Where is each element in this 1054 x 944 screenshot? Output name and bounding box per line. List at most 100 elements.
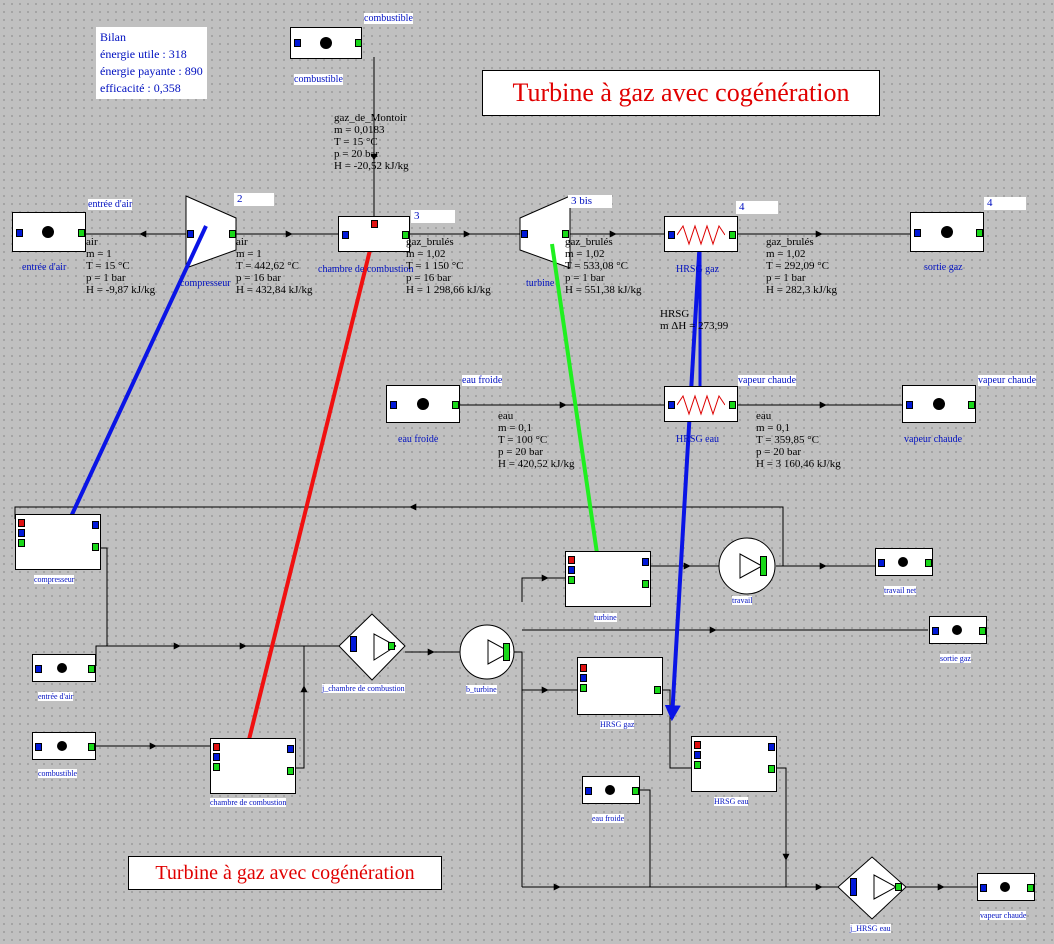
port-out[interactable] <box>968 401 975 409</box>
entree-air-node[interactable] <box>12 212 86 252</box>
port-fuel[interactable] <box>580 664 587 672</box>
b-turbine-caption: b_turbine <box>466 685 497 694</box>
port-fuel[interactable] <box>694 741 701 749</box>
port-in[interactable] <box>932 627 939 635</box>
lower-sortie-gaz-node[interactable] <box>929 616 987 644</box>
port-out[interactable] <box>729 231 736 239</box>
bottom-title: Turbine à gaz avec cogénération <box>128 856 442 890</box>
port-out[interactable] <box>287 767 294 775</box>
port-in[interactable] <box>694 751 701 759</box>
sortie-gaz-num: 4 <box>984 197 1026 210</box>
port-in[interactable] <box>980 884 987 892</box>
chambre-node[interactable] <box>338 216 410 252</box>
port-fuel[interactable] <box>371 220 378 228</box>
port-out-1[interactable] <box>768 743 775 751</box>
lower-eau-froide-node[interactable] <box>582 776 640 804</box>
port-fuel[interactable] <box>213 743 220 751</box>
port-in-2[interactable] <box>18 539 25 547</box>
port-in[interactable] <box>585 787 592 795</box>
port-out[interactable] <box>452 401 459 409</box>
lower-entree-air-node[interactable] <box>32 654 96 682</box>
j-chambre-port-out[interactable] <box>388 642 395 650</box>
vapeur-chaude-node[interactable] <box>902 385 976 423</box>
port-in-2[interactable] <box>568 576 575 584</box>
vapeur-chaude-caption: vapeur chaude <box>904 434 963 445</box>
lower-chambre-block[interactable] <box>210 738 296 794</box>
port-in[interactable] <box>906 401 913 409</box>
eau-froide-node[interactable] <box>386 385 460 423</box>
port-out[interactable] <box>78 229 85 237</box>
port-out[interactable] <box>768 765 775 773</box>
lower-hrsg-gaz-block[interactable] <box>577 657 663 715</box>
port-in[interactable] <box>16 229 23 237</box>
lower-combustible-node[interactable] <box>32 732 96 760</box>
port-in[interactable] <box>914 229 921 237</box>
port-in-2[interactable] <box>213 763 220 771</box>
port-in-2[interactable] <box>694 761 701 769</box>
port-in[interactable] <box>18 529 25 537</box>
b-turbine-port[interactable] <box>503 643 510 661</box>
lower-turbine-caption: turbine <box>594 613 617 622</box>
port-out[interactable] <box>976 229 983 237</box>
port-out[interactable] <box>632 787 639 795</box>
combustible-node[interactable] <box>290 27 362 59</box>
combustible-tag: combustible <box>364 13 413 24</box>
entree-air-caption: entrée d'air <box>22 262 67 273</box>
port-out[interactable] <box>642 580 649 588</box>
lower-turbine-block[interactable] <box>565 551 651 607</box>
j-hrsg-caption: j_HRSG eau <box>850 924 891 933</box>
port-out[interactable] <box>402 231 409 239</box>
port-in[interactable] <box>668 231 675 239</box>
sortie-gaz-node[interactable] <box>910 212 984 252</box>
port-fuel[interactable] <box>568 556 575 564</box>
hrsg-eau-node[interactable] <box>664 386 738 422</box>
port-out[interactable] <box>654 686 661 694</box>
port-out-1[interactable] <box>287 745 294 753</box>
sortie-gaz-caption: sortie gaz <box>924 262 963 273</box>
heat-exchanger-icon <box>677 224 725 246</box>
port-out[interactable] <box>355 39 362 47</box>
port-in[interactable] <box>213 753 220 761</box>
port-out[interactable] <box>729 401 736 409</box>
port-in-2[interactable] <box>580 684 587 692</box>
port-out-1[interactable] <box>642 558 649 566</box>
port-in[interactable] <box>294 39 301 47</box>
lower-vapeur-chaude-node[interactable] <box>977 873 1035 901</box>
port-out[interactable] <box>1027 884 1034 892</box>
port-in[interactable] <box>878 559 885 567</box>
port-out[interactable] <box>925 559 932 567</box>
port-in[interactable] <box>342 231 349 239</box>
port-in[interactable] <box>568 566 575 574</box>
port-out[interactable] <box>92 543 99 551</box>
source-dot <box>42 226 54 238</box>
lower-entree-air-caption: entrée d'air <box>38 692 74 701</box>
travail-port[interactable] <box>760 556 767 576</box>
port-out[interactable] <box>88 665 95 673</box>
chambre-caption: chambre de combustion <box>318 264 414 275</box>
travail-net-node[interactable] <box>875 548 933 576</box>
port-out[interactable] <box>88 743 95 751</box>
j-hrsg-port-out[interactable] <box>895 883 902 891</box>
port-fuel[interactable] <box>18 519 25 527</box>
lower-compresseur-block[interactable] <box>15 514 101 570</box>
lower-hrsg-eau-block[interactable] <box>691 736 777 792</box>
port-in[interactable] <box>390 401 397 409</box>
port-in[interactable] <box>35 743 42 751</box>
compresseur-port-in[interactable] <box>187 230 194 238</box>
port-in[interactable] <box>580 674 587 682</box>
port-in[interactable] <box>668 401 675 409</box>
j-hrsg-port-in[interactable] <box>850 878 857 896</box>
hrsg-gaz-node[interactable] <box>664 216 738 252</box>
j-chambre-port-in[interactable] <box>350 636 357 652</box>
turbine-port-out[interactable] <box>562 230 569 238</box>
page-title: Turbine à gaz avec cogénération <box>482 70 880 116</box>
port-in[interactable] <box>35 665 42 673</box>
compresseur-port-out[interactable] <box>229 230 236 238</box>
turbine-port-in[interactable] <box>521 230 528 238</box>
port-out-1[interactable] <box>92 521 99 529</box>
port-out[interactable] <box>979 627 986 635</box>
